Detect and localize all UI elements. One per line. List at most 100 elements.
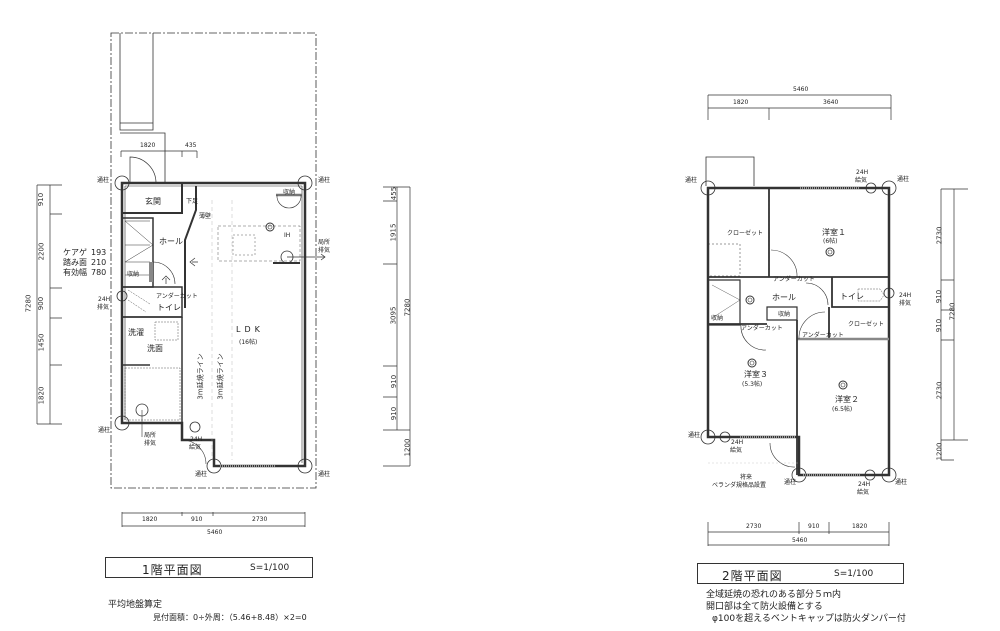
pillar-label: 通柱 (318, 471, 331, 478)
dim-right: 2730 (935, 381, 944, 400)
stair-tread-label: 踏み面 (63, 258, 87, 267)
label-ih: IH (284, 232, 291, 239)
pillar-label: 通柱 (784, 479, 797, 486)
room-ldk: LDK (236, 325, 264, 334)
dim-right: 910 (935, 289, 944, 304)
supply-24h-label: 給気 (189, 444, 202, 451)
room-western-3: 洋室３ (744, 370, 768, 379)
room-hall: ホール (772, 293, 796, 302)
dim-right: 2730 (935, 226, 944, 245)
room-closet-1: クローゼット (727, 230, 764, 237)
label-undercut: アンダーカット (773, 276, 815, 283)
label-partition: 薄壁 (199, 213, 212, 220)
pillar-label: 通柱 (98, 427, 111, 434)
pillar-label: 通柱 (685, 177, 698, 184)
dim-bottom: 1820 (142, 516, 158, 523)
room-storage-stairs: 収納 (711, 315, 724, 322)
label-undercut: アンダーカット (802, 332, 844, 339)
dim-bottom: 910 (191, 516, 203, 523)
dim-bottom-total: 5460 (207, 529, 223, 536)
pillar-label: 通柱 (318, 177, 331, 184)
pillar-label: 通柱 (195, 471, 208, 478)
avg-ground-heading: 平均地盤算定 (108, 600, 163, 610)
local-exhaust-label: 排気 (144, 440, 157, 447)
dim-right-total: 7280 (948, 302, 957, 321)
label-shoe: 下足 (186, 198, 199, 205)
room-ldk-size: (16帖) (239, 339, 258, 346)
room-toilet: トイレ (157, 303, 181, 312)
dim-left-total: 7280 (24, 294, 33, 313)
dim-bottom: 1820 (852, 523, 868, 530)
dim-left: 1450 (37, 333, 46, 352)
fire-line-label: 3m延焼ライン (216, 353, 225, 400)
floor2-scale: S=1/100 (834, 569, 874, 579)
dim-bottom-total: 5460 (792, 537, 808, 544)
dim-top: 1820 (733, 99, 749, 106)
room-entrance: 玄関 (145, 197, 161, 206)
dim-right: 910 (390, 374, 399, 389)
pillar-label: 通柱 (97, 177, 110, 184)
stair-riser-value: 193 (91, 248, 107, 257)
dim-right: 3095 (389, 306, 398, 325)
floor2-title-box: 2階平面図 S=1/100 (697, 563, 904, 584)
dim-left: 910 (37, 192, 46, 207)
room-western-2-size: (6.5帖) (832, 406, 853, 413)
veranda-note: 将来 (740, 474, 753, 481)
local-exhaust-label: 局所 (318, 239, 331, 246)
dim-right-extra: 1200 (403, 438, 412, 457)
floor1-title-box: 1階平面図 S=1/100 (105, 557, 313, 578)
supply-24h-label: 24H (858, 481, 871, 488)
exhaust-24h-label: 排気 (97, 304, 110, 311)
dim-bottom: 2730 (746, 523, 762, 530)
stair-width-label: 有効幅 (63, 268, 87, 277)
supply-24h-label: 24H (190, 436, 203, 443)
room-western-1: 洋室１ (822, 228, 846, 237)
room-western-2: 洋室２ (835, 395, 859, 404)
pillar-label: 通柱 (897, 176, 910, 183)
supply-24h-label: 24H (731, 439, 744, 446)
room-washroom: 洗面 (147, 344, 163, 353)
fire-note: 全域延焼の恐れのある部分５ｍ内 (706, 590, 842, 600)
exhaust-24h-label: 24H (98, 296, 111, 303)
room-hall: ホール (159, 237, 183, 246)
dim-left: 1820 (37, 386, 46, 405)
dim-top: 3640 (823, 99, 839, 106)
local-exhaust-label: 局所 (144, 432, 157, 439)
supply-24h-label: 24H (856, 169, 869, 176)
dim-right-total: 7280 (403, 298, 412, 317)
avg-ground-formula: 見付面積：0÷外周：（5.46+8.48）×2=0 (153, 613, 307, 622)
dim-top-1820: 1820 (140, 142, 156, 149)
dim-left: 900 (37, 296, 46, 311)
room-western-1-size: (6帖) (823, 238, 838, 245)
supply-24h-label: 給気 (857, 489, 870, 496)
room-storage-stairs: 収納 (127, 271, 140, 278)
room-toilet: トイレ (840, 292, 864, 301)
fire-note: 開口部は全て防火設備とする (706, 602, 823, 612)
dim-left: 2200 (37, 242, 46, 261)
room-laundry: 洗濯 (128, 328, 144, 337)
dim-right: 1915 (389, 223, 398, 242)
stair-tread-value: 210 (91, 258, 107, 267)
floor2-title: 2階平面図 (722, 569, 783, 583)
fire-line-label: 3m延焼ライン (196, 353, 205, 400)
dim-right: 910 (390, 406, 399, 421)
floor1-scale: S=1/100 (250, 563, 290, 573)
pillar-label: 通柱 (895, 479, 908, 486)
supply-24h-label: 給気 (855, 177, 868, 184)
veranda-note: ベランダ規格品設置 (712, 482, 767, 489)
label-undercut: アンダーカット (156, 293, 198, 300)
label-undercut: アンダーカット (741, 325, 783, 332)
room-closet-2: クローゼット (848, 321, 885, 328)
dim-top-435: 435 (185, 142, 197, 149)
room-western-3-size: (5.3帖) (742, 381, 763, 388)
exhaust-24h-label: 排気 (899, 300, 912, 307)
room-storage: 収納 (778, 311, 791, 318)
dim-bottom: 2730 (252, 516, 268, 523)
room-storage: 収納 (283, 189, 296, 196)
stair-riser-label: ケアゲ (63, 248, 87, 257)
dim-bottom: 910 (808, 523, 820, 530)
dim-right-extra: 1200 (935, 442, 944, 461)
exhaust-24h-label: 24H (899, 292, 912, 299)
dim-top-total: 5460 (793, 86, 809, 93)
